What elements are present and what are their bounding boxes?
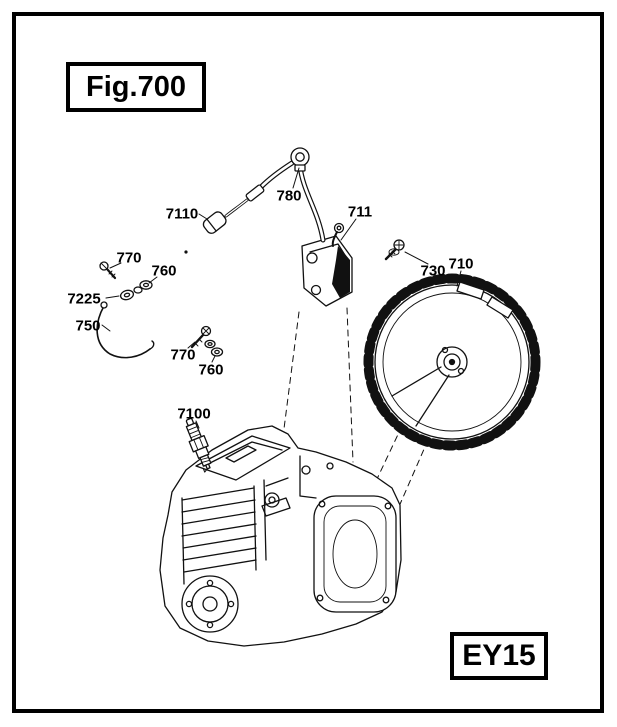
misc-marks <box>184 250 188 254</box>
part-label-711: 711 <box>347 203 373 221</box>
screw-set-b-drawing <box>190 325 224 357</box>
plug-cap <box>202 211 227 234</box>
engine-drawing <box>159 425 402 647</box>
model-code-box: EY15 <box>450 632 548 680</box>
part-label-7110: 7110 <box>165 205 199 223</box>
stop-wire-drawing <box>96 301 155 359</box>
page-border <box>12 12 604 713</box>
part-label-780: 780 <box>276 187 302 205</box>
screw-set-a-drawing <box>99 261 153 290</box>
part-label-7100: 7100 <box>177 405 211 423</box>
model-code: EY15 <box>462 639 536 672</box>
spark-plug-drawing <box>185 417 212 473</box>
part-label-770-b: 770 <box>170 346 196 364</box>
part-label-770-a: 770 <box>116 249 142 267</box>
bolt-730-drawing <box>384 239 405 261</box>
ignition-coil-drawing <box>301 222 353 307</box>
flywheel-drawing <box>363 273 541 451</box>
part-label-760-a: 760 <box>151 262 177 280</box>
part-label-730: 730 <box>420 262 446 280</box>
leader-lines <box>101 167 462 429</box>
flywheel-fins <box>363 273 541 451</box>
part-label-710: 710 <box>448 255 474 273</box>
clip-7225-drawing <box>119 286 143 301</box>
part-label-7225: 7225 <box>67 290 101 308</box>
ignition-lead-drawing <box>202 147 326 243</box>
part-label-750: 750 <box>75 317 101 335</box>
figure-title-box: Fig.700 <box>66 62 206 112</box>
part-label-760-b: 760 <box>198 361 224 379</box>
lead-terminal <box>245 184 265 202</box>
figure-title: Fig.700 <box>86 70 186 103</box>
